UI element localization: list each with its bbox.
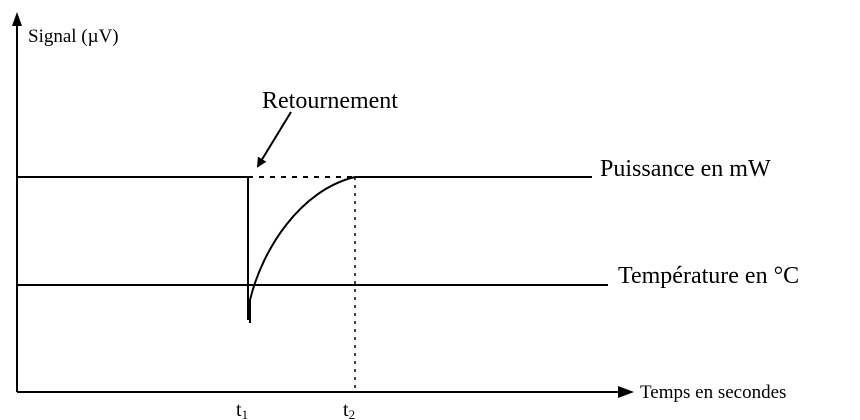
temperature-label: Température en °C: [618, 263, 799, 289]
tick-t2-base: t: [343, 399, 349, 420]
puissance-label: Puissance en mW: [600, 156, 771, 182]
x-axis-label: Temps en secondes: [640, 382, 786, 403]
tick-t1-sub: 1: [242, 407, 249, 420]
tick-t1-base: t: [236, 399, 242, 420]
annotation-arrow-line: [256, 111, 292, 168]
tick-t1: t1: [236, 399, 248, 420]
annotation-label: Retournement: [262, 88, 398, 114]
recovery-curve: [249, 176, 356, 323]
tick-t2: t2: [343, 399, 355, 420]
x-axis-arrow-icon: [618, 386, 634, 398]
y-axis-label: Signal (µV): [28, 26, 119, 47]
tick-t2-sub: 2: [349, 407, 356, 420]
y-axis-arrow-icon: [12, 12, 22, 26]
